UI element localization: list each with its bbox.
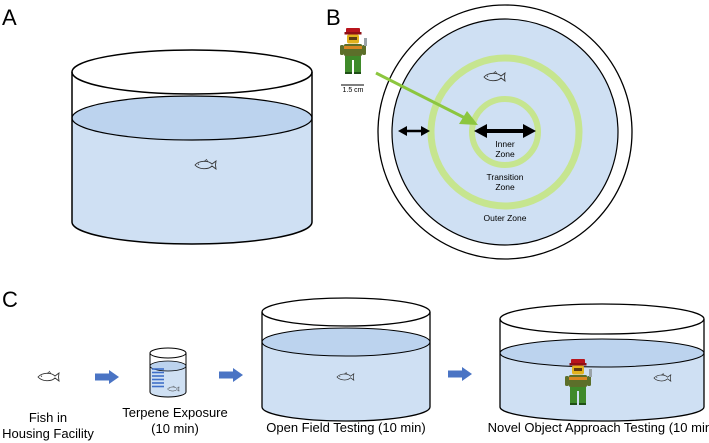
- outer-zone-label: Outer Zone: [484, 213, 527, 223]
- step-1-label-line1: Fish in: [29, 410, 67, 425]
- inner-zone-label-line2: Zone: [495, 149, 515, 159]
- step-fish-housing: [37, 371, 60, 382]
- step-novel-object-tank: [499, 303, 705, 422]
- step-1-label-line2: Housing Facility: [2, 426, 94, 441]
- flow-arrow-icon: [448, 367, 472, 381]
- inner-zone-label-line1: Inner: [495, 139, 515, 149]
- panel-b-arena: Inner Zone Transition Zone Outer Zone: [375, 4, 633, 260]
- panel-b-letter: B: [326, 5, 341, 30]
- step-4-label: Novel Object Approach Testing (10 min): [488, 420, 709, 435]
- panel-c-letter: C: [2, 287, 18, 312]
- step-2-label-line2: (10 min): [151, 421, 199, 436]
- pointer-arrow-icon: [459, 111, 478, 125]
- terpene-stripes: [152, 368, 164, 388]
- transition-zone-label-line2: Zone: [495, 182, 515, 192]
- step-3-label: Open Field Testing (10 min): [266, 420, 425, 435]
- fish-icon: [37, 371, 60, 382]
- transition-zone-ring: [427, 54, 583, 210]
- step-2-label-line1: Terpene Exposure: [122, 405, 228, 420]
- step-terpene-beaker: [149, 347, 187, 398]
- panel-b-lego-figure: 1.5 cm: [340, 28, 367, 94]
- lego-figure-icon: [340, 28, 367, 74]
- flow-arrow-icon: [95, 370, 119, 384]
- scale-bar-label: 1.5 cm: [342, 87, 363, 94]
- double-arrow-icon: [398, 126, 430, 136]
- inner-zone-ring: [469, 96, 541, 168]
- flow-arrow-icon: [219, 368, 243, 382]
- double-arrow-icon: [474, 124, 536, 138]
- step-open-field-tank: [261, 297, 431, 422]
- panel-a-tank: [71, 49, 313, 245]
- transition-zone-label-line1: Transition: [486, 172, 523, 182]
- panel-a-letter: A: [2, 5, 17, 30]
